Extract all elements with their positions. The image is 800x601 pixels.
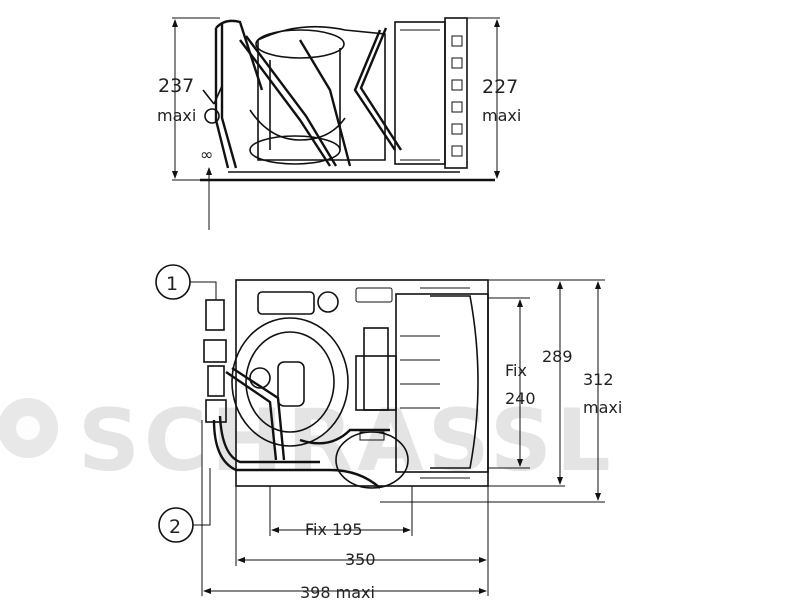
side-height-max: 237: [158, 75, 194, 97]
infinity-symbol: ∞: [200, 145, 213, 164]
callout-2: 2: [169, 516, 181, 538]
depth-dimension: 289: [542, 347, 573, 366]
depth-max-unit: maxi: [583, 398, 622, 417]
depth-max-dimension: 312: [583, 370, 614, 389]
callout-1: 1: [166, 273, 178, 295]
condenser-fins: [451, 35, 463, 157]
top-view: [155, 264, 605, 596]
side-height-right: 227: [482, 76, 518, 98]
width-dimension: 350: [345, 550, 376, 569]
fix-vertical-value: 240: [505, 389, 536, 408]
side-height-right-unit: maxi: [482, 106, 521, 125]
fix-vertical-label: Fix: [505, 361, 527, 380]
width-max-dimension: 398 maxi: [300, 583, 375, 601]
fix-horizontal-dimension: Fix 195: [305, 520, 363, 539]
side-view: [172, 17, 500, 230]
side-height-max-unit: maxi: [157, 106, 196, 125]
